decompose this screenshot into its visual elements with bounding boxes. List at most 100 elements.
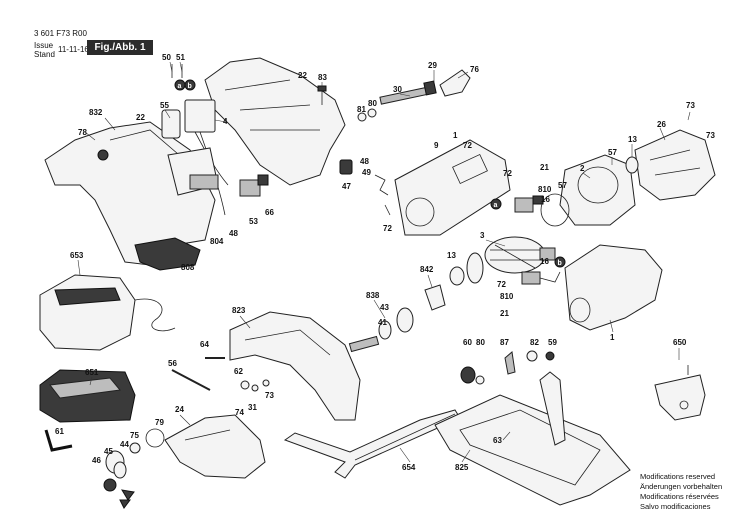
upper-blade-guard — [229, 311, 361, 421]
callout: 79 — [155, 418, 164, 427]
callout: 73 — [706, 131, 715, 140]
callout-labels: 50 51 832 78 22 55 4 22 83 81 80 30 29 7… — [55, 53, 715, 472]
motor-end-cap — [634, 129, 716, 201]
document-number: 3 601 F73 R00 — [34, 29, 87, 38]
spindle-lock-button — [439, 69, 471, 97]
callout: 41 — [378, 318, 387, 327]
callout: 9 — [434, 141, 439, 150]
brush-holder-small — [239, 174, 269, 197]
leader-lines — [77, 61, 691, 463]
callout: 654 — [402, 463, 416, 472]
washer-82 — [526, 350, 538, 362]
callout: 842 — [420, 265, 434, 274]
callout: 74 — [235, 408, 244, 417]
callout: 81 — [357, 105, 366, 114]
issue-label: Issue — [34, 41, 54, 50]
note-fr: Modifications réservées — [640, 492, 719, 501]
callout: 2 — [580, 164, 585, 173]
callout: 825 — [455, 463, 469, 472]
callout: 75 — [130, 431, 139, 440]
callout: 653 — [70, 251, 84, 260]
screw-73-lower — [262, 379, 270, 387]
parallel-guide — [283, 409, 461, 479]
callout: 21 — [540, 163, 549, 172]
marker-b-top: b — [184, 79, 196, 91]
callout: 47 — [342, 182, 351, 191]
callout: 22 — [298, 71, 307, 80]
callout: 83 — [318, 73, 327, 82]
callout: 76 — [470, 65, 479, 74]
callout: 804 — [210, 237, 224, 246]
battery-pack — [39, 369, 136, 423]
callout: 24 — [175, 405, 184, 414]
screw-31 — [251, 384, 259, 392]
washer-45 — [113, 461, 127, 479]
note-de: Änderungen vorbehalten — [640, 482, 723, 491]
callout: 838 — [366, 291, 380, 300]
callout: 63 — [493, 436, 502, 445]
callout: 72 — [383, 224, 392, 233]
callout: 48 — [360, 157, 369, 166]
callout: 82 — [530, 338, 539, 347]
callout: 49 — [362, 168, 371, 177]
callout: 823 — [232, 306, 246, 315]
knob-60 — [460, 366, 476, 384]
screw-59 — [545, 351, 555, 361]
modifications-notice: Modifications reserved Änderungen vorbeh… — [640, 472, 722, 512]
callout: 56 — [168, 359, 177, 368]
spring-79 — [145, 428, 165, 448]
callout: 650 — [673, 338, 687, 347]
bearing-13-lower — [449, 266, 465, 286]
callout: 62 — [234, 367, 243, 376]
hex-key — [44, 429, 73, 452]
callout: 22 — [136, 113, 145, 122]
marker-a-text: a — [178, 83, 182, 90]
callout: 73 — [686, 101, 695, 110]
callout: 51 — [176, 53, 185, 62]
carbon-brush-lower — [521, 271, 561, 285]
callout: 66 — [265, 208, 274, 217]
electronics-module — [167, 147, 219, 196]
angle-bracket — [654, 365, 706, 421]
callout: 16 — [541, 195, 550, 204]
callout: 808 — [181, 263, 195, 272]
callout: 31 — [248, 403, 257, 412]
washer-75 — [129, 442, 141, 454]
callout: 80 — [368, 99, 377, 108]
clamping-screw-46 — [103, 478, 117, 492]
switch-assembly — [161, 99, 229, 216]
callout: 3 — [480, 231, 485, 240]
callout: 73 — [265, 391, 274, 400]
lever-87 — [504, 351, 516, 375]
gear-43 — [378, 320, 392, 340]
callout: 61 — [55, 427, 64, 436]
callout: 21 — [500, 309, 509, 318]
callout: 651 — [85, 368, 99, 377]
callout: 78 — [78, 128, 87, 137]
motor-assembly — [564, 244, 663, 331]
brush-holder-ring — [540, 193, 570, 227]
callout: 57 — [558, 181, 567, 190]
marker-a-right-text: a — [494, 202, 498, 209]
gear-housing — [394, 139, 511, 236]
callout: 43 — [380, 303, 389, 312]
rotation-arrows — [119, 489, 135, 509]
callout: 1 — [453, 131, 458, 140]
callout: 29 — [428, 61, 437, 70]
callout: 57 — [608, 148, 617, 157]
handle-half-shell — [44, 121, 216, 266]
callout: 55 — [160, 101, 169, 110]
callout: 59 — [548, 338, 557, 347]
callout: 53 — [249, 217, 258, 226]
callout: 810 — [538, 185, 552, 194]
bracket-842 — [424, 284, 446, 311]
bearing-13-top — [625, 156, 639, 174]
callout: 4 — [223, 117, 228, 126]
spindle-shaft — [357, 80, 437, 122]
marker-b-text: b — [188, 83, 192, 90]
note-en: Modifications reserved — [640, 472, 716, 481]
motor-housing-shell — [204, 57, 346, 186]
washer-80-lower — [475, 375, 485, 385]
callout: 72 — [463, 141, 472, 150]
callout: 810 — [500, 292, 514, 301]
